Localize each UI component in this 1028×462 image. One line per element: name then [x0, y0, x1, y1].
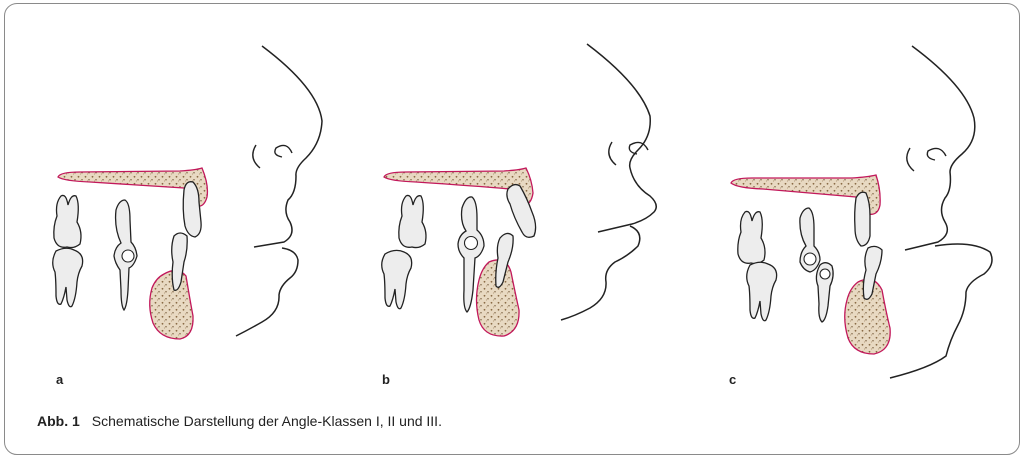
panel-a-drawing — [53, 46, 322, 339]
caption-text: Schematische Darstellung der Angle-Klass… — [92, 413, 442, 429]
panel-c-drawing — [731, 46, 992, 378]
panel-b-premolar-occlusal — [465, 237, 478, 250]
panel-a-lower-jaw — [150, 270, 193, 339]
panel-c-premolar2-occlusal — [820, 269, 830, 279]
panel-a-face-profile — [236, 46, 322, 336]
panel-b-face-profile — [561, 44, 656, 320]
panel-a-premolar-occlusal — [122, 250, 134, 262]
panel-c-nostril — [907, 148, 946, 171]
panel-a-nostril — [253, 145, 292, 168]
panel-c-premolar-occlusal — [804, 253, 816, 265]
panel-c-lower-molar — [747, 262, 777, 321]
panel-c-upper-molar — [738, 211, 765, 263]
panel-b-lower-molar — [382, 250, 412, 308]
panel-b-label: b — [382, 372, 390, 387]
panel-b-upper-molar — [399, 195, 426, 247]
figure-caption: Abb. 1 Schematische Darstellung der Angle… — [37, 413, 442, 429]
caption-label: Abb. 1 — [37, 413, 80, 429]
panel-a-lower-molar — [53, 248, 83, 307]
panel-c-upper-incisor — [855, 192, 870, 246]
panel-c-label: c — [729, 372, 736, 387]
panel-a-label: a — [56, 372, 63, 387]
panel-a-upper-molar — [54, 195, 81, 247]
panel-b-drawing — [382, 44, 657, 336]
panel-c-face-profile — [890, 46, 992, 378]
